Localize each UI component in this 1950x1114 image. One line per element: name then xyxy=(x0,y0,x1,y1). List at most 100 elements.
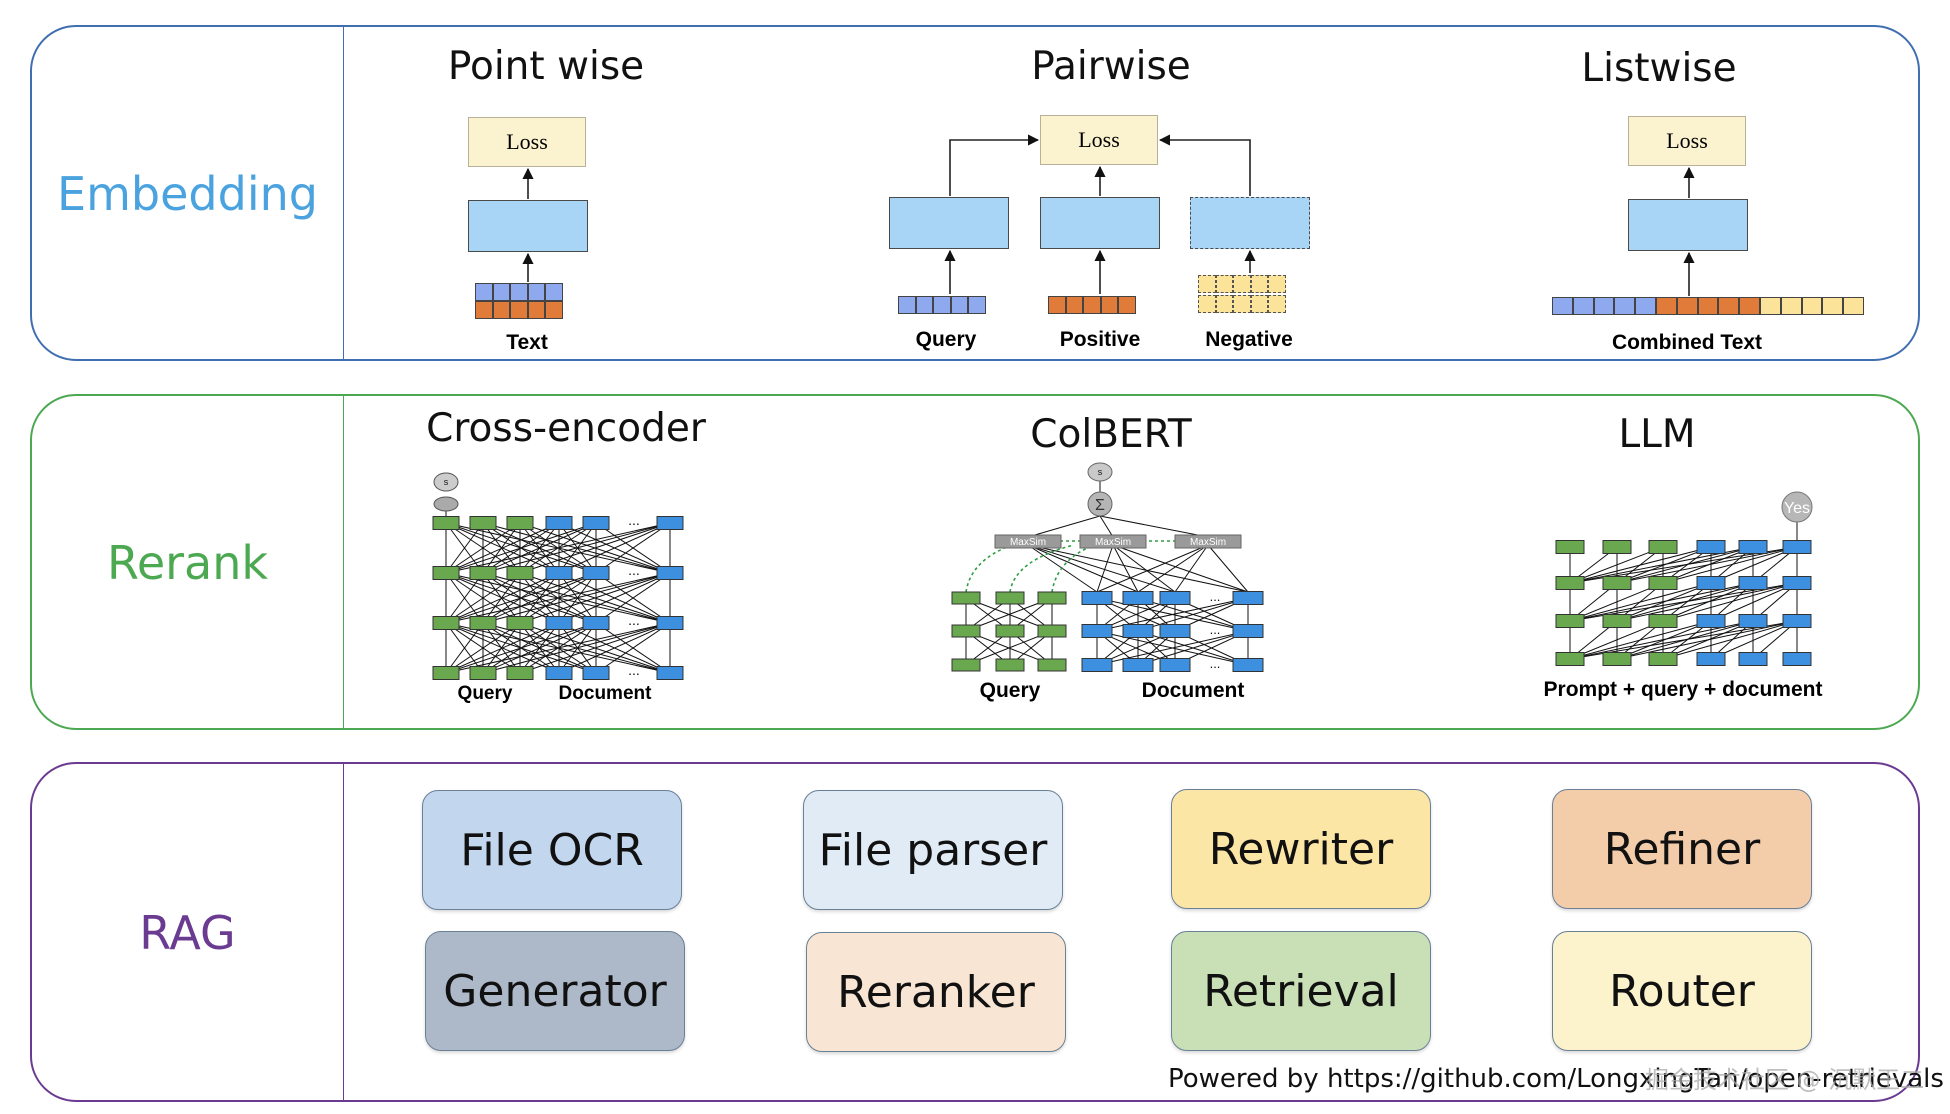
colbert-maxsim-edge xyxy=(1112,544,1139,593)
token-cell xyxy=(1759,297,1781,315)
cross-encoder-edge xyxy=(445,522,597,574)
colbert-query-node xyxy=(951,658,981,672)
colbert-maxsim-label: MaxSim xyxy=(1190,537,1226,548)
llm-causal-edge xyxy=(1662,582,1798,622)
cross-encoder-node xyxy=(582,666,610,680)
colbert-document-node xyxy=(1122,624,1154,638)
cross-encoder-edge xyxy=(445,522,521,574)
pairwise-negative-label: Negative xyxy=(1205,328,1293,351)
cross-encoder-edge xyxy=(445,622,521,674)
cross-encoder-node xyxy=(582,566,610,580)
module-file-parser: File parser xyxy=(803,790,1063,910)
cross-encoder-edge xyxy=(445,572,671,624)
token-cell xyxy=(1697,297,1719,315)
colbert-document-node xyxy=(1232,658,1264,672)
cross-encoder-edge xyxy=(519,622,671,674)
llm-node xyxy=(1602,614,1632,628)
cross-encoder-edge xyxy=(445,572,597,624)
cross-encoder-edge xyxy=(519,572,671,624)
pointwise-tokens-top xyxy=(475,283,563,301)
pairwise-arrow-left xyxy=(949,134,1040,196)
cross-encoder-edge xyxy=(595,572,671,624)
token-cell xyxy=(1215,275,1234,293)
colbert-score-node xyxy=(1087,462,1113,482)
cross-encoder-node xyxy=(469,666,497,680)
pairwise-query-label: Query xyxy=(915,328,977,351)
llm-causal-edge xyxy=(1569,582,1712,622)
colbert-query-node xyxy=(951,624,981,638)
colbert-query-node xyxy=(995,624,1025,638)
token-cell xyxy=(1118,296,1136,314)
cross-encoder-node xyxy=(656,666,684,680)
pairwise-loss: Loss xyxy=(1040,115,1158,165)
token-cell xyxy=(475,301,493,319)
token-cell xyxy=(492,283,511,301)
colbert-query-node xyxy=(1037,658,1067,672)
cross-encoder-edge xyxy=(445,622,484,674)
token-cell xyxy=(1801,297,1823,315)
cross-encoder-node xyxy=(545,666,573,680)
pointwise-loss: Loss xyxy=(468,117,586,167)
cross-encoder-edge xyxy=(445,622,560,674)
cross-encoder-edge xyxy=(558,572,671,624)
cross-encoder-output-node xyxy=(433,496,459,512)
colbert-sum-label: Σ xyxy=(1095,497,1105,514)
cross-encoder-edge xyxy=(558,522,671,574)
cross-encoder-ellipsis: ... xyxy=(628,512,640,528)
token-cell xyxy=(1250,295,1269,313)
colbert-maxsim-edge xyxy=(1174,544,1209,593)
cross-encoder-ellipsis: ... xyxy=(628,612,640,628)
cross-encoder-edge xyxy=(558,622,671,674)
colbert-query-node xyxy=(1037,591,1067,605)
token-cell xyxy=(1552,297,1573,315)
embedding-label: Embedding xyxy=(57,167,318,221)
llm-node xyxy=(1555,576,1585,590)
cross-encoder-node xyxy=(656,516,684,530)
cross-encoder-ellipsis: ... xyxy=(628,562,640,578)
cross-encoder-node xyxy=(469,516,497,530)
cross-encoder-node xyxy=(506,566,534,580)
colbert-query-maxsim-link xyxy=(1009,544,1075,593)
colbert-maxsim-edge xyxy=(1096,544,1114,593)
colbert-query-node xyxy=(951,591,981,605)
colbert-sum-edge xyxy=(1099,515,1114,538)
cross-encoder-edge xyxy=(482,522,597,574)
rerank-label: Rerank xyxy=(106,536,269,590)
token-cell xyxy=(1572,297,1594,315)
token-cell xyxy=(545,283,563,301)
token-cell xyxy=(950,296,969,314)
llm-node xyxy=(1696,540,1726,554)
token-cell xyxy=(1250,275,1269,293)
rerank-panel: Rerank xyxy=(30,394,1920,730)
token-cell xyxy=(933,296,951,314)
pairwise-positive-label: Positive xyxy=(1059,328,1141,351)
colbert-document-label: Document xyxy=(1141,679,1245,702)
colbert-document-node xyxy=(1159,591,1191,605)
colbert-query-label: Query xyxy=(979,679,1041,702)
cross-encoder-score-node xyxy=(433,472,459,492)
cross-encoder-node xyxy=(432,666,460,680)
cross-encoder-node xyxy=(545,566,573,580)
colbert-query-node xyxy=(1037,624,1067,638)
cross-encoder-node xyxy=(432,616,460,630)
llm-node xyxy=(1555,614,1585,628)
token-cell xyxy=(1083,296,1101,314)
llm-node xyxy=(1555,540,1585,554)
colbert-ellipsis: ... xyxy=(1210,622,1221,637)
colbert-sum-edge xyxy=(1027,515,1101,538)
cross-encoder-query-label: Query xyxy=(457,683,513,704)
watermark: 掘金技术社区 @ 沉默王二 xyxy=(1645,1066,1925,1094)
cross-encoder-edge xyxy=(482,622,671,674)
colbert-query-maxsim-link xyxy=(1051,544,1095,593)
colbert-maxsim-edge xyxy=(1027,544,1139,593)
token-cell xyxy=(1780,297,1802,315)
colbert-document-node xyxy=(1081,658,1113,672)
llm-node xyxy=(1602,652,1632,666)
cross-encoder-edge xyxy=(482,622,597,674)
footer-credit: Powered by https://github.com/LongxingTa… xyxy=(1168,1064,1944,1094)
pairwise-negative-tokens-top xyxy=(1198,275,1286,293)
colbert-maxsim-node xyxy=(1079,534,1147,549)
listwise-encoder xyxy=(1628,199,1748,251)
llm-node xyxy=(1738,614,1768,628)
